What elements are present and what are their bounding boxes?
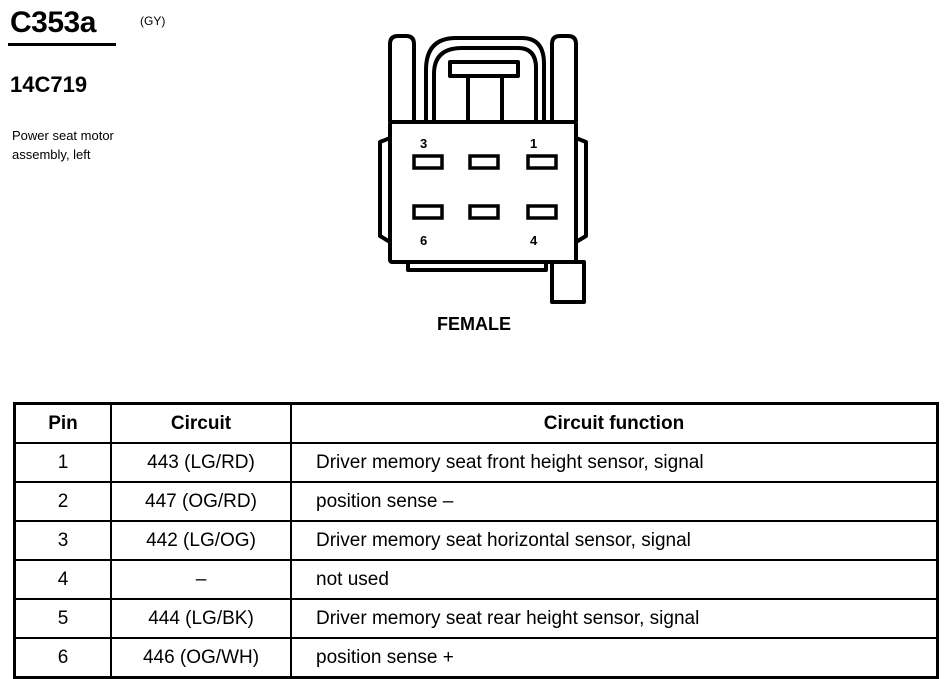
connector-face-diagram: 3 1 6 4 [378,34,588,304]
pin-label-1: 1 [530,136,537,151]
connector-color-code: (GY) [140,14,166,28]
cell-circuit: 446 (OG/WH) [110,637,292,679]
pin-table: Pin Circuit Circuit function 1 443 (LG/R… [13,402,939,679]
connector-housing [388,120,578,264]
pin-cavity-4 [526,204,558,220]
latch-tab [448,60,520,78]
header-circuit: Circuit [110,402,292,444]
table-header-row: Pin Circuit Circuit function [13,402,939,444]
cell-pin: 1 [13,442,112,483]
pin-cavity-3 [412,154,444,170]
table-row: 1 443 (LG/RD) Driver memory seat front h… [13,442,939,483]
right-latch-arm [550,34,578,122]
pin-label-3: 3 [420,136,427,151]
connector-gender: FEMALE [437,314,511,334]
left-latch-arm [388,34,416,122]
cell-circuit: 444 (LG/BK) [110,598,292,639]
top-lock-outer [424,36,546,122]
cell-pin: 4 [13,559,112,600]
cell-circuit: 447 (OG/RD) [110,481,292,522]
table-row: 6 446 (OG/WH) position sense + [13,637,939,679]
cell-function: position sense – [290,481,939,522]
right-side-rib [574,136,588,244]
cell-pin: 6 [13,637,112,679]
top-lock-inner [432,46,538,122]
cable-exit [550,260,586,304]
pin-cavity-1 [526,154,558,170]
table-row: 3 442 (LG/OG) Driver memory seat horizon… [13,520,939,561]
cell-function: Driver memory seat rear height sensor, s… [290,598,939,639]
part-number: 14C719 [10,72,88,97]
cell-pin: 5 [13,598,112,639]
header-circuit-function: Circuit function [290,402,939,444]
cell-circuit: 443 (LG/RD) [110,442,292,483]
header-pin: Pin [13,402,112,444]
table-row: 5 444 (LG/BK) Driver memory seat rear he… [13,598,939,639]
cell-function: Driver memory seat front height sensor, … [290,442,939,483]
left-side-rib [378,136,392,244]
cell-circuit: – [110,559,292,600]
pin-cavity-6 [412,204,444,220]
cell-pin: 3 [13,520,112,561]
table-row: 2 447 (OG/RD) position sense – [13,481,939,522]
pin-cavity-5 [468,204,500,220]
connector-id-underline [8,43,116,46]
bottom-skirt [406,262,548,272]
pin-label-6: 6 [420,233,427,248]
cell-function: position sense + [290,637,939,679]
connector-id: C353a [10,6,96,39]
connector-description: Power seat motor assembly, left [12,128,114,162]
pin-cavity-2 [468,154,500,170]
cell-function: Driver memory seat horizontal sensor, si… [290,520,939,561]
cell-function: not used [290,559,939,600]
latch-tab-stem [466,74,504,124]
pin-label-4: 4 [530,233,538,248]
cell-pin: 2 [13,481,112,522]
table-row: 4 – not used [13,559,939,600]
cell-circuit: 442 (LG/OG) [110,520,292,561]
